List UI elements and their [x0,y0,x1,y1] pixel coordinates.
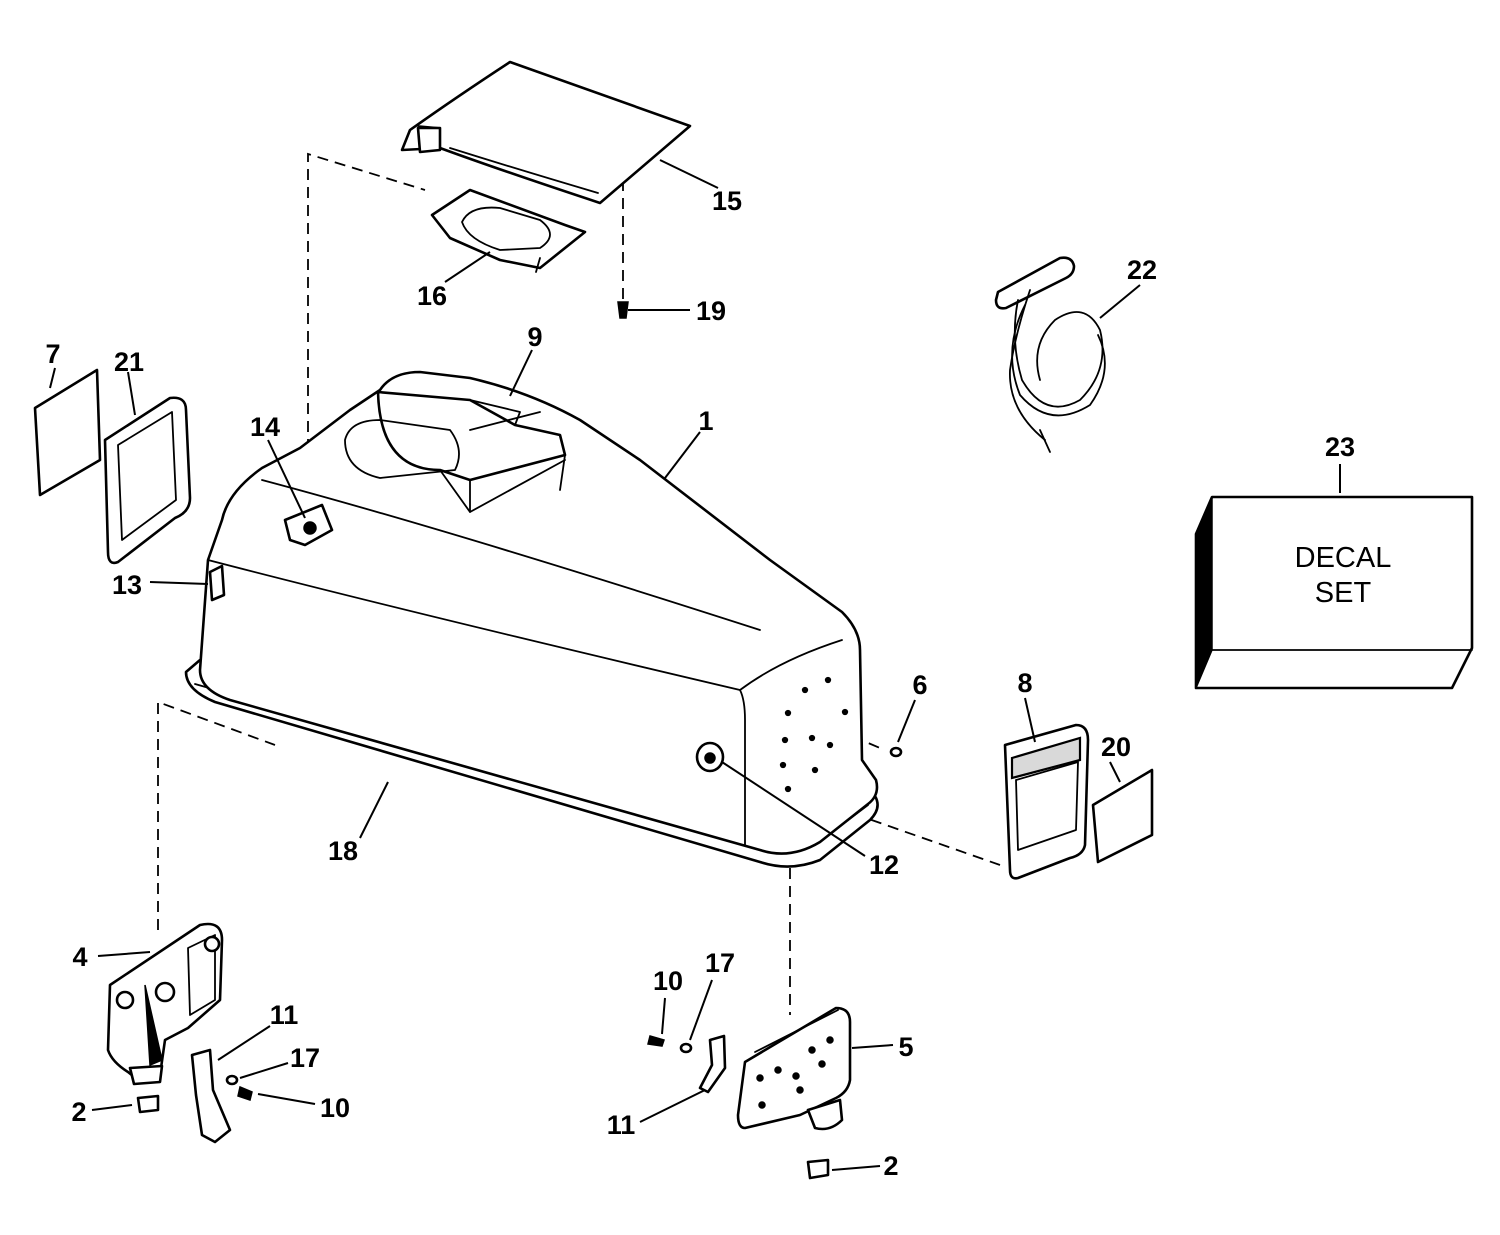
callout-12: 12 [869,850,899,880]
callout-2-left: 2 [71,1097,86,1127]
callout-17-left: 17 [290,1043,320,1073]
screw-19 [617,301,629,319]
callout-4: 4 [72,942,87,972]
decal-set-line1: DECAL [1295,542,1392,574]
leader-lines [49,159,1341,1171]
washer-17-right [679,1042,693,1054]
callouts: 1 2 2 4 5 6 7 8 9 10 10 11 11 12 13 14 1… [45,186,1355,1181]
callout-8: 8 [1017,668,1032,698]
callout-11-left: 11 [270,1000,299,1030]
callout-11-right: 11 [607,1110,636,1140]
callout-10-left: 10 [320,1093,350,1123]
callout-2-right: 2 [883,1151,898,1181]
callout-17-right: 17 [705,948,735,978]
rivet-holes [779,676,849,793]
frame-21 [103,396,192,565]
screw-10-left [237,1085,253,1101]
callout-7: 7 [45,339,60,369]
bracket-4 [106,922,224,1086]
top-lid [400,60,692,205]
panel-7 [33,368,102,497]
callout-22: 22 [1127,255,1157,285]
lanyard-22 [994,256,1106,453]
washer-17-left [225,1074,239,1086]
callout-10-right: 10 [653,966,683,996]
callout-5: 5 [898,1032,913,1062]
callout-23: 23 [1325,432,1355,462]
callout-21: 21 [114,347,144,377]
strap-11-left [190,1048,232,1144]
callout-19: 19 [696,296,726,326]
callout-20: 20 [1101,732,1131,762]
bolt-6 [889,746,903,758]
ring-gasket [430,188,587,273]
callout-6: 6 [912,670,927,700]
callout-14: 14 [250,412,280,442]
callout-13: 13 [112,570,142,600]
plug-2-right [806,1158,830,1180]
frame-8 [1003,723,1090,880]
callout-16: 16 [417,281,447,311]
callout-9: 9 [527,322,542,352]
panel-20 [1091,768,1154,864]
engine-cover [184,370,879,868]
decal-set-box: DECAL SET [1194,495,1474,690]
strap-11-right [698,1034,727,1094]
decal-set-line2: SET [1315,577,1372,609]
bracket-5 [736,1006,852,1131]
bracket-5-holes [756,1036,834,1109]
plug-2-left [136,1094,160,1114]
callout-18: 18 [328,836,358,866]
screw-10-right [647,1035,665,1047]
callout-15: 15 [712,186,742,216]
hardware [136,1034,830,1180]
callout-1: 1 [698,406,713,436]
